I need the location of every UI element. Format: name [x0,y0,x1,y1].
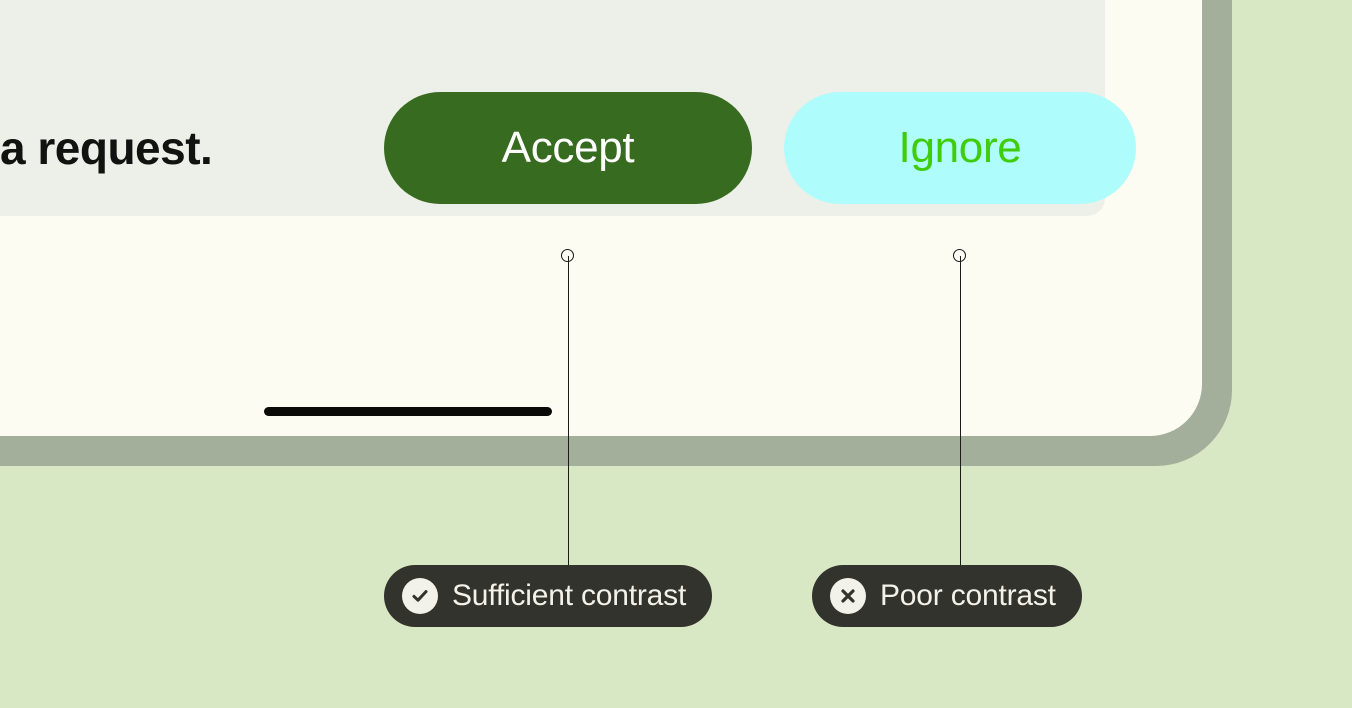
leader-anchor-poor-icon [953,249,966,262]
accept-button[interactable]: Accept [384,92,752,204]
device-screen [0,0,1202,436]
callout-label-poor: Poor contrast [880,579,1056,612]
request-message-text: a request. [0,122,213,174]
ignore-button[interactable]: Ignore [784,92,1136,204]
callout-label-sufficient: Sufficient contrast [452,579,687,612]
home-indicator [264,407,552,416]
leader-anchor-sufficient-icon [561,249,574,262]
leader-line-poor [960,256,961,572]
check-circle-icon [402,578,438,614]
callout-sufficient-contrast: Sufficient contrast [384,565,713,627]
callout-poor-contrast: Poor contrast [812,565,1082,627]
leader-line-sufficient [568,256,569,572]
x-circle-icon [830,578,866,614]
